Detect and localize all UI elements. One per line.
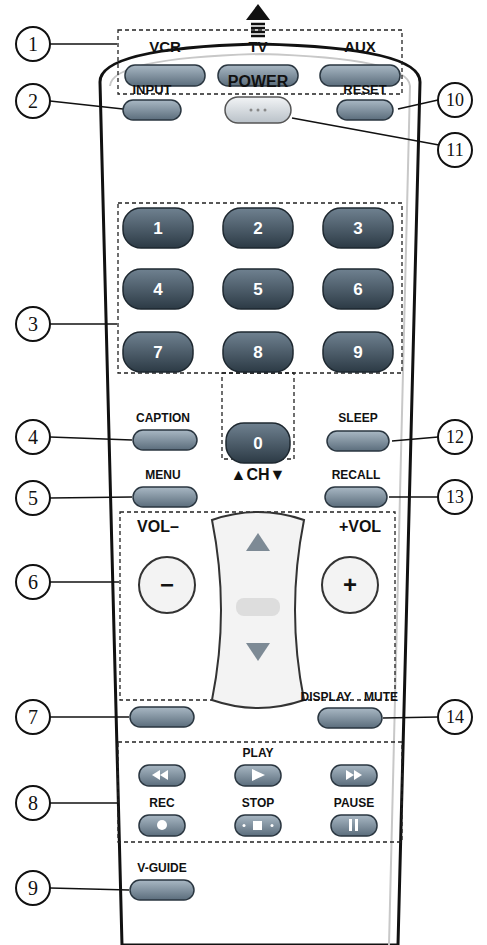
button-label: RESET — [343, 83, 386, 96]
digit-key: 3 — [353, 220, 362, 237]
button-label: STOP — [242, 797, 274, 809]
digit-key: 2 — [253, 220, 262, 237]
button-label: PAUSE — [334, 797, 374, 809]
digit-key: 0 — [253, 435, 262, 452]
button-label: DISPLAY — [301, 691, 352, 703]
button-label: ▲CH▼ — [231, 467, 286, 483]
callout-number: 9 — [28, 878, 38, 898]
digit-key: 6 — [353, 281, 362, 298]
digit-key: 8 — [253, 344, 262, 361]
button-label: MENU — [145, 469, 180, 481]
callout-number: 2 — [28, 91, 38, 111]
callout-number: 13 — [446, 488, 464, 506]
digit-key: 4 — [153, 281, 162, 298]
button-label: MUTE — [364, 691, 398, 703]
button-label: AUX — [344, 39, 376, 54]
callout-number: 1 — [28, 34, 38, 54]
button-label: +VOL — [339, 519, 381, 535]
callout-number: 8 — [28, 793, 38, 813]
callout-number: 14 — [446, 708, 464, 726]
button-label: V-GUIDE — [137, 862, 186, 874]
callout-number: 4 — [28, 427, 38, 447]
button-label: REC — [149, 797, 174, 809]
callout-number: 5 — [28, 488, 38, 508]
callout-number: 11 — [446, 141, 463, 159]
button-label: RECALL — [332, 469, 381, 481]
button-label: CAPTION — [136, 412, 190, 424]
callout-number: 10 — [446, 91, 464, 109]
button-label: INPUT — [133, 83, 172, 96]
button-label: PLAY — [243, 747, 274, 759]
button-symbol: + — [343, 573, 357, 597]
digit-key: 9 — [353, 344, 362, 361]
digit-key: 1 — [153, 220, 162, 237]
callout-number: 6 — [28, 572, 38, 592]
button-label: VOL– — [137, 519, 179, 535]
callout-number: 3 — [28, 314, 38, 334]
button-label: TV — [248, 39, 267, 54]
digit-key: 5 — [253, 281, 262, 298]
callout-number: 12 — [446, 428, 464, 446]
button-label: POWER — [228, 74, 288, 90]
button-symbol: − — [160, 573, 174, 597]
button-label: SLEEP — [338, 412, 377, 424]
button-label: VCR — [149, 39, 181, 54]
digit-key: 7 — [153, 344, 162, 361]
callout-number: 7 — [28, 707, 38, 727]
